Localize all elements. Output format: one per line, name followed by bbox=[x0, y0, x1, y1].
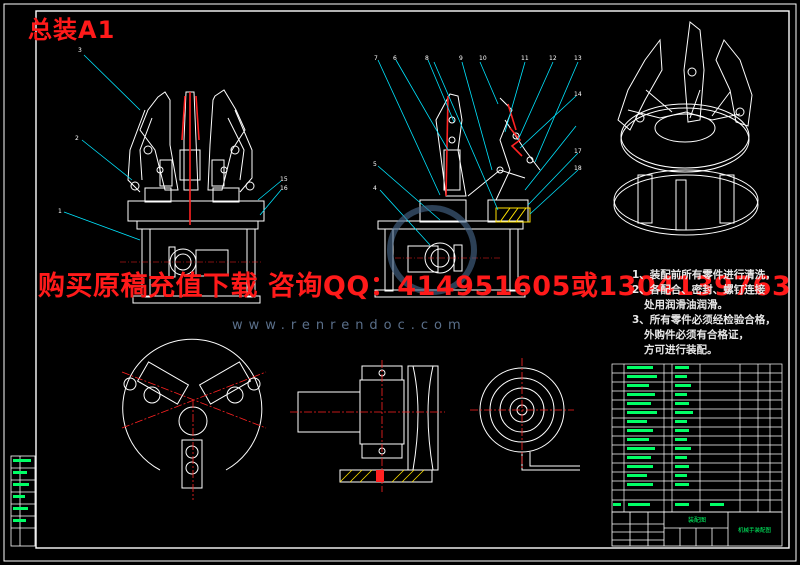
watermark-promo-text: 购买原稿充值下载 咨询QQ：414951605或1304139763 bbox=[38, 271, 792, 302]
balloon-8: 8 bbox=[425, 55, 429, 62]
front-view-leaders bbox=[63, 54, 282, 241]
isometric-view bbox=[613, 21, 759, 236]
balloon-4: 4 bbox=[373, 185, 377, 192]
balloon-18: 18 bbox=[574, 165, 582, 172]
balloon-17: 17 bbox=[574, 148, 582, 155]
front-view-balloons: 3 2 1 15 16 bbox=[58, 47, 288, 215]
balloon-13: 13 bbox=[574, 55, 582, 62]
side-view-leaders bbox=[377, 59, 579, 246]
balloon-6: 6 bbox=[393, 55, 397, 62]
tech-note-line: 外购件必须有合格证， bbox=[644, 329, 749, 341]
section-view bbox=[297, 365, 439, 483]
drawing-title: 总装A1 bbox=[28, 16, 116, 44]
balloon-10: 10 bbox=[479, 55, 487, 62]
balloon-12: 12 bbox=[549, 55, 557, 62]
spring-view bbox=[479, 367, 580, 471]
balloon-7: 7 bbox=[374, 55, 378, 62]
watermark-logo bbox=[387, 205, 477, 295]
tech-note-line: 处用润滑油润滑。 bbox=[644, 299, 728, 311]
parts-list-entries bbox=[613, 366, 724, 506]
balloon-2: 2 bbox=[75, 135, 79, 142]
balloon-16: 16 bbox=[280, 185, 288, 192]
title-block bbox=[611, 511, 783, 547]
watermark-site-text: www.renrendoc.com bbox=[232, 318, 467, 333]
balloon-3: 3 bbox=[78, 47, 82, 54]
side-view-balloons: 7 6 8 9 10 11 12 13 14 5 4 17 18 bbox=[373, 55, 582, 192]
balloon-15: 15 bbox=[280, 176, 288, 183]
balloon-5: 5 bbox=[373, 161, 377, 168]
title-block-assembly-label: 装配图 bbox=[688, 516, 706, 524]
balloon-14: 14 bbox=[574, 91, 582, 98]
inner-frame bbox=[35, 10, 790, 549]
tech-note-line: 1、装配前所有零件进行清洗， bbox=[632, 269, 776, 281]
title-block-drawing-name: 机械手装配图 bbox=[738, 526, 772, 534]
outer-frame bbox=[3, 3, 797, 562]
left-margin-table bbox=[10, 455, 36, 547]
balloon-11: 11 bbox=[521, 55, 529, 62]
balloon-1: 1 bbox=[58, 208, 62, 215]
top-view bbox=[122, 338, 263, 489]
parts-list-table bbox=[611, 363, 783, 513]
tech-note-line: 方可进行装配。 bbox=[644, 344, 718, 356]
balloon-9: 9 bbox=[459, 55, 463, 62]
technical-notes: 1、装配前所有零件进行清洗， 2、各配合、密封、螺钉连接 处用润滑油润滑。 3、… bbox=[632, 268, 782, 358]
tech-note-line: 2、各配合、密封、螺钉连接 bbox=[632, 284, 766, 296]
tech-note-line: 3、所有零件必须经检验合格， bbox=[632, 314, 776, 326]
side-view-hatch bbox=[495, 207, 531, 223]
